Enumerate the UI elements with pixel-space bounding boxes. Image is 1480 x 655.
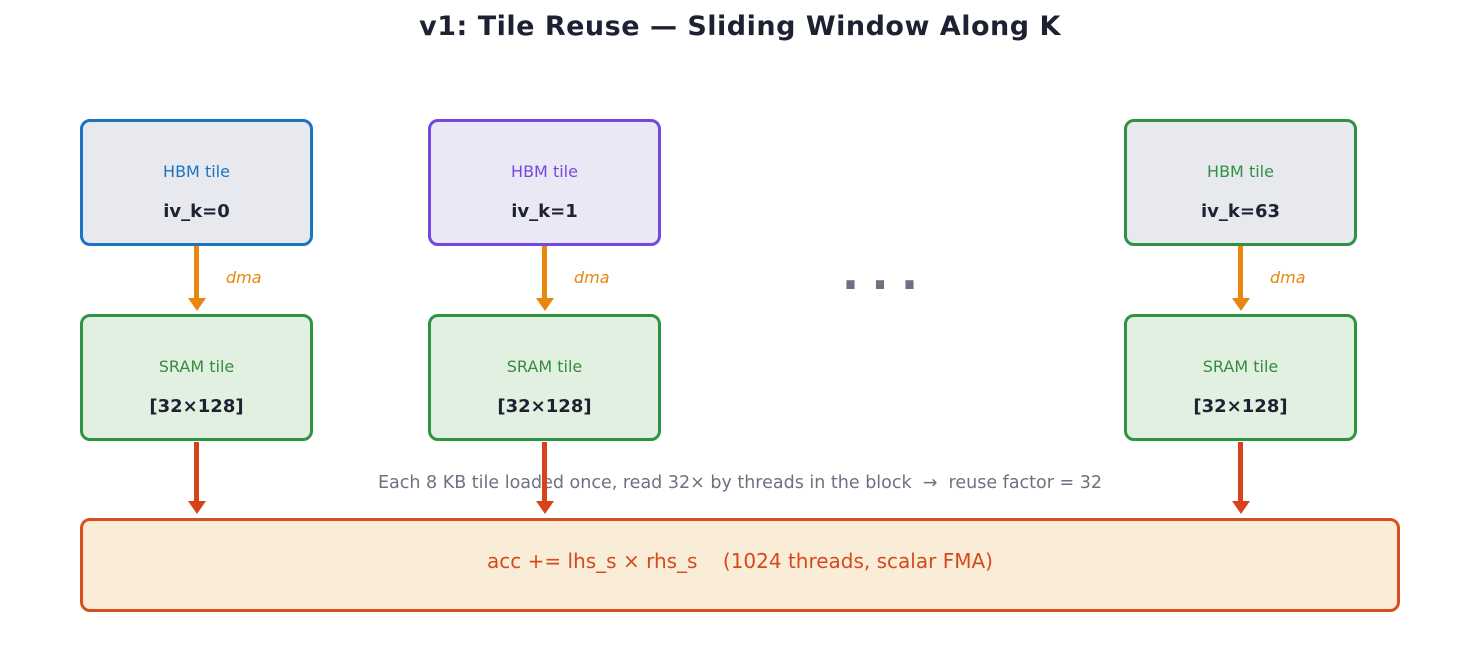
arrow-shaft xyxy=(1238,442,1243,501)
arrow-head xyxy=(535,501,554,514)
hbm-tile-label: HBM tile xyxy=(511,162,578,181)
sram-tile-box-2: SRAM tile [32×128] xyxy=(1124,314,1357,441)
feed-arrow-icon xyxy=(535,442,554,514)
hbm-tile-box-1: HBM tile iv_k=1 xyxy=(428,119,661,246)
dma-arrow-icon xyxy=(187,246,206,311)
reuse-caption: Each 8 KB tile loaded once, read 32× by … xyxy=(378,473,1102,493)
arrow-head xyxy=(187,298,206,311)
dma-arrow-icon xyxy=(535,246,554,311)
hbm-tile-box-0: HBM tile iv_k=0 xyxy=(80,119,313,246)
arrow-shaft xyxy=(542,442,547,501)
hbm-tile-value: iv_k=0 xyxy=(163,201,230,222)
hbm-tile-value: iv_k=1 xyxy=(511,201,578,222)
arrow-head xyxy=(535,298,554,311)
column-ivk63: HBM tile iv_k=63 dma SRAM tile [32×128] xyxy=(1124,0,1357,655)
column-ivk1: HBM tile iv_k=1 dma SRAM tile [32×128] xyxy=(428,0,661,655)
hbm-tile-value: iv_k=63 xyxy=(1200,201,1280,222)
sram-tile-value: [32×128] xyxy=(497,396,592,417)
arrow-shaft xyxy=(194,246,199,298)
arrow-shaft xyxy=(542,246,547,298)
hbm-tile-label: HBM tile xyxy=(1207,162,1274,181)
hbm-tile-box-2: HBM tile iv_k=63 xyxy=(1124,119,1357,246)
ellipsis-dots: ... xyxy=(841,246,931,300)
arrow-head xyxy=(1231,501,1250,514)
dma-label: dma xyxy=(574,268,610,287)
sram-tile-value: [32×128] xyxy=(149,396,244,417)
dma-label: dma xyxy=(226,268,262,287)
sram-tile-value: [32×128] xyxy=(1193,396,1288,417)
feed-arrow-icon xyxy=(187,442,206,514)
column-ivk0: HBM tile iv_k=0 dma SRAM tile [32×128] xyxy=(80,0,313,655)
feed-arrow-icon xyxy=(1231,442,1250,514)
page-title: v1: Tile Reuse — Sliding Window Along K xyxy=(419,11,1061,42)
dma-arrow-icon xyxy=(1231,246,1250,311)
sram-tile-label: SRAM tile xyxy=(506,357,583,376)
arrow-head xyxy=(1231,298,1250,311)
arrow-head xyxy=(187,501,206,514)
sram-tile-box-1: SRAM tile [32×128] xyxy=(428,314,661,441)
hbm-tile-label: HBM tile xyxy=(163,162,230,181)
arrow-shaft xyxy=(194,442,199,501)
compute-label: acc += lhs_s × rhs_s (1024 threads, scal… xyxy=(487,549,993,573)
sram-tile-box-0: SRAM tile [32×128] xyxy=(80,314,313,441)
sram-tile-label: SRAM tile xyxy=(1202,357,1279,376)
dma-label: dma xyxy=(1270,268,1306,287)
sram-tile-label: SRAM tile xyxy=(158,357,235,376)
arrow-shaft xyxy=(1238,246,1243,298)
compute-box: acc += lhs_s × rhs_s (1024 threads, scal… xyxy=(80,518,1400,612)
